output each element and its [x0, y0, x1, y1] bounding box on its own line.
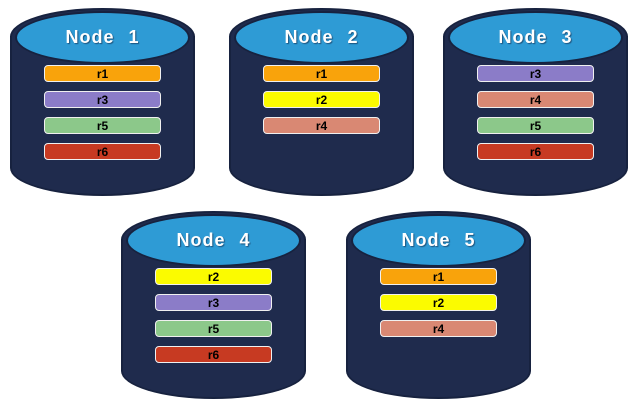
- replica-bar: r5: [477, 117, 594, 134]
- replica-bar: r3: [477, 65, 594, 82]
- replica-bar: r6: [155, 346, 272, 363]
- node-title: Node 5: [401, 230, 476, 250]
- database-node: Node 2 r1 r2 r4: [229, 8, 414, 196]
- cylinder-top: Node 2: [234, 11, 409, 64]
- cylinder-top: Node 1: [15, 11, 190, 64]
- replica-list: r1 r2 r4: [380, 268, 497, 337]
- replica-bar: r3: [44, 91, 161, 108]
- replica-bar: r3: [155, 294, 272, 311]
- replica-bar: r5: [44, 117, 161, 134]
- replica-bar: r1: [380, 268, 497, 285]
- replica-bar: r1: [263, 65, 380, 82]
- replica-list: r1 r3 r5 r6: [44, 65, 161, 160]
- replica-bar: r5: [155, 320, 272, 337]
- replica-list: r2 r3 r5 r6: [155, 268, 272, 363]
- replica-bar: r6: [44, 143, 161, 160]
- cylinder-top: Node 4: [126, 214, 301, 267]
- database-node: Node 3 r3 r4 r5 r6: [443, 8, 628, 196]
- replica-bar: r4: [263, 117, 380, 134]
- replica-bar: r6: [477, 143, 594, 160]
- database-node: Node 1 r1 r3 r5 r6: [10, 8, 195, 196]
- replica-list: r1 r2 r4: [263, 65, 380, 134]
- replica-bar: r2: [380, 294, 497, 311]
- node-title: Node 1: [65, 27, 140, 47]
- replica-bar: r2: [155, 268, 272, 285]
- replica-bar: r1: [44, 65, 161, 82]
- replica-list: r3 r4 r5 r6: [477, 65, 594, 160]
- node-title: Node 2: [284, 27, 359, 47]
- cylinder-top: Node 5: [351, 214, 526, 267]
- replica-bar: r4: [477, 91, 594, 108]
- node-title: Node 4: [176, 230, 251, 250]
- database-node: Node 4 r2 r3 r5 r6: [121, 211, 306, 399]
- database-node: Node 5 r1 r2 r4: [346, 211, 531, 399]
- cylinder-body: [443, 36, 628, 196]
- replica-bar: r4: [380, 320, 497, 337]
- replica-bar: r2: [263, 91, 380, 108]
- node-title: Node 3: [498, 27, 573, 47]
- cylinder-top: Node 3: [448, 11, 623, 64]
